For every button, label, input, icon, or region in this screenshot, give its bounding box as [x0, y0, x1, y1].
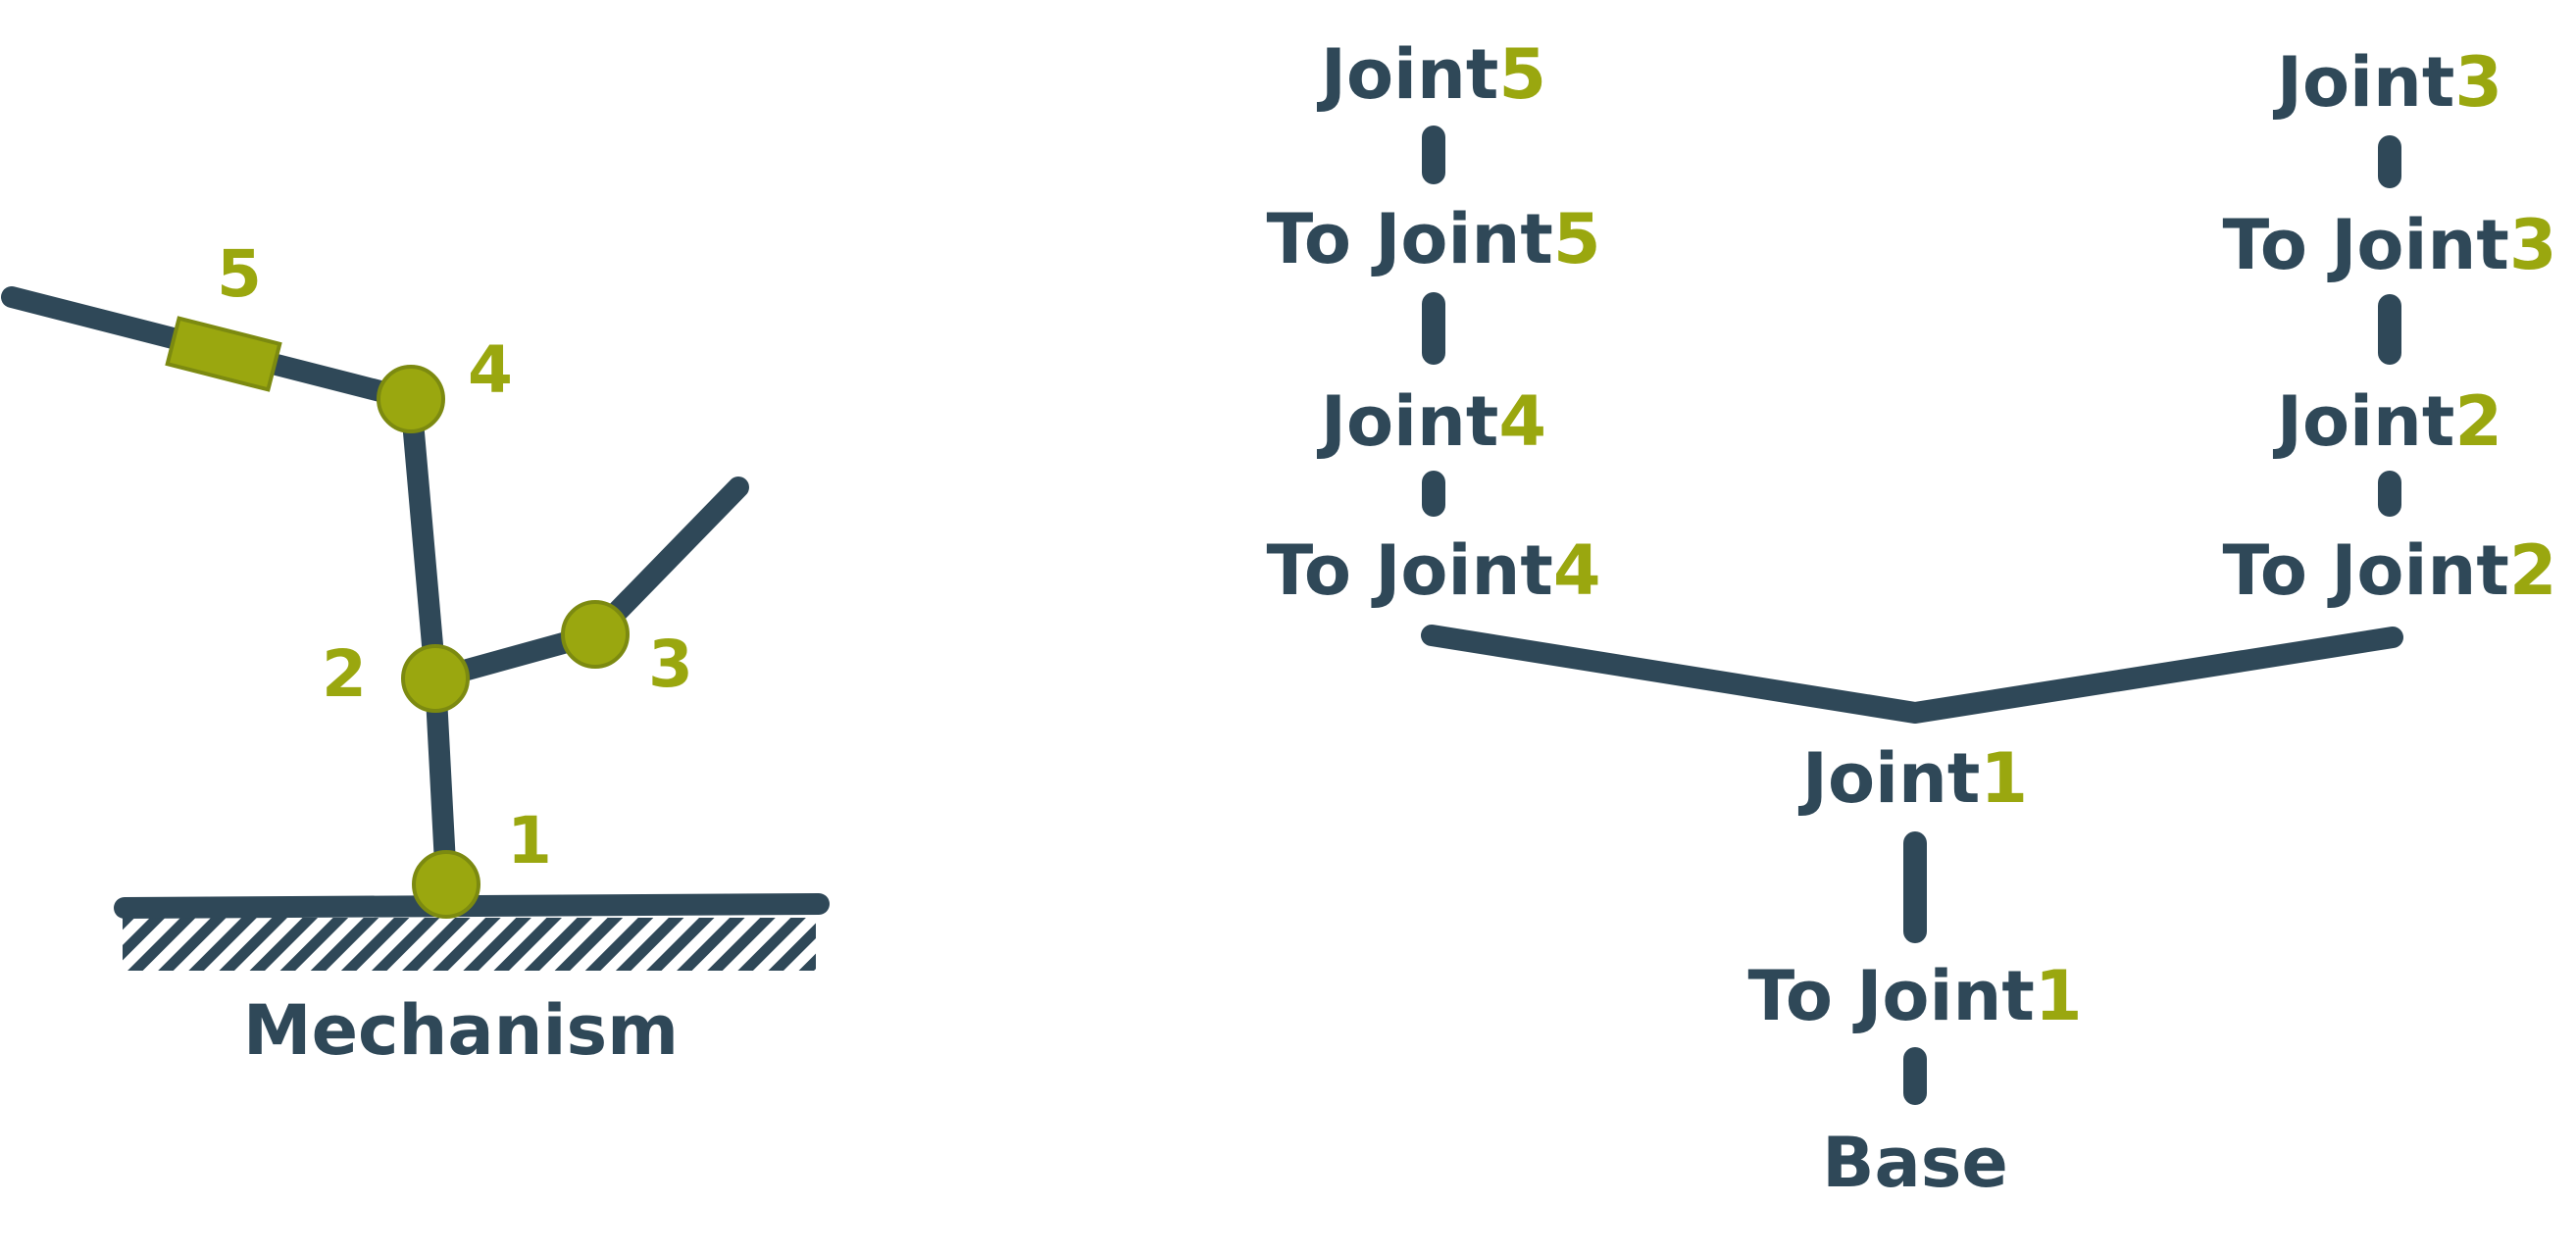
kinematic-tree: Joint5 To Joint5 Joint4 To Joint4 Joint3…	[1266, 34, 2556, 1203]
hatched-ground-icon	[123, 918, 816, 971]
node-to-joint3: To Joint3	[2222, 205, 2556, 285]
mechanism-illustration: 1 2 3 4 5 Mechanism	[1, 236, 830, 1071]
revolute-joint-4	[377, 365, 445, 433]
prismatic-joint-5	[165, 316, 282, 392]
node-to-joint4: To Joint4	[1266, 530, 1600, 611]
revolute-joint-1	[412, 850, 480, 919]
node-base: Base	[1822, 1123, 2008, 1203]
revolute-joint-3	[561, 600, 630, 669]
node-joint5: Joint5	[1317, 34, 1546, 115]
joint-label-1: 1	[507, 803, 552, 878]
revolute-joint-2	[401, 644, 470, 713]
node-joint1: Joint1	[1798, 738, 2028, 819]
node-to-joint5: To Joint5	[1266, 199, 1600, 279]
link-joint2-to-joint4	[400, 388, 446, 689]
node-to-joint2: To Joint2	[2222, 530, 2556, 611]
joint-label-3: 3	[648, 627, 693, 702]
mechanism-caption: Mechanism	[243, 990, 679, 1071]
node-joint4: Joint4	[1317, 381, 1546, 462]
joint-label-4: 4	[468, 332, 513, 408]
tree-branch-lines	[1421, 625, 2403, 724]
node-joint3: Joint3	[2273, 42, 2502, 123]
node-joint2: Joint2	[2273, 381, 2502, 462]
joint-label-5: 5	[217, 236, 262, 312]
joint-label-2: 2	[322, 636, 367, 712]
node-to-joint1: To Joint1	[1747, 956, 2082, 1036]
